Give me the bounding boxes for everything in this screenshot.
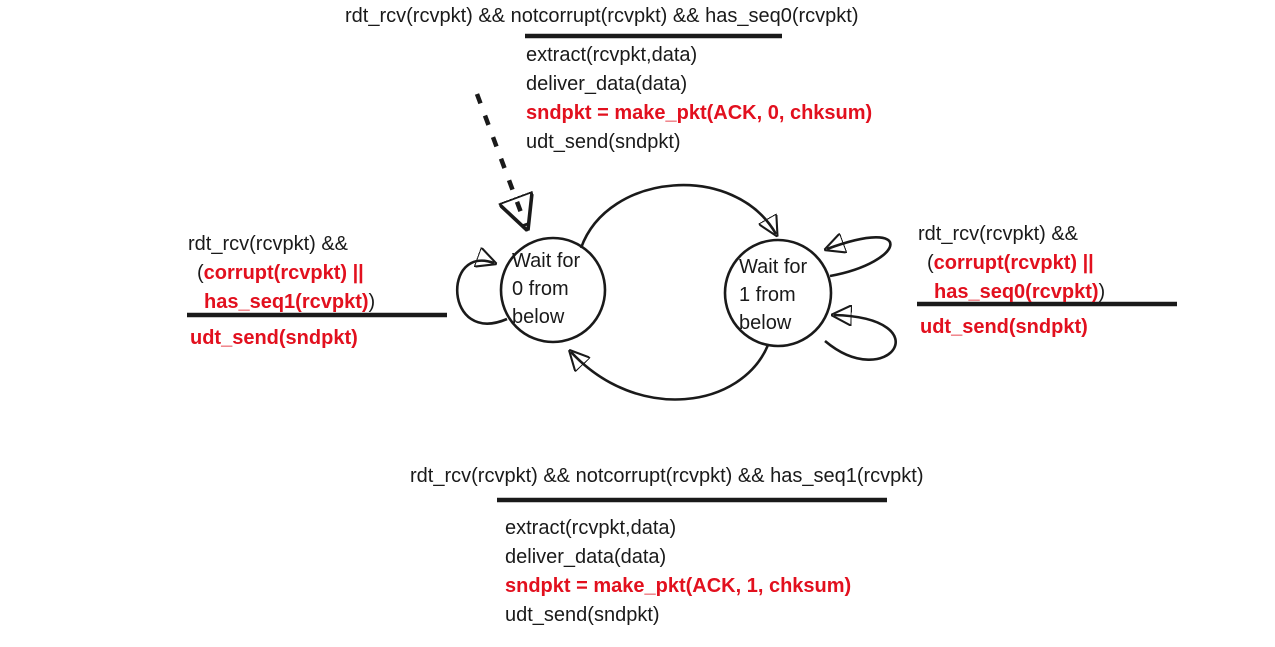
action-udt-send: udt_send(sndpkt) xyxy=(526,131,681,153)
left-loop-action: udt_send(sndpkt) xyxy=(190,327,358,349)
self-loop-wait0 xyxy=(456,261,508,325)
state-wait0-label: Wait for 0 from below xyxy=(512,250,581,328)
action-make-pkt: sndpkt = make_pkt(ACK, 1, chksum) xyxy=(505,575,852,597)
state-wait1-label: Wait for 1 from below xyxy=(739,256,808,334)
action-deliver-data: deliver_data(data) xyxy=(526,73,688,95)
state-wait0-circle xyxy=(499,236,607,344)
right-loop-condition-line2: (corrupt(rcvpkt) || xyxy=(927,252,1094,274)
action-extract: extract(rcvpkt,data) xyxy=(526,44,698,66)
action-extract: extract(rcvpkt,data) xyxy=(505,517,677,539)
right-loop-condition: rdt_rcv(rcvpkt) && (corrupt(rcvpkt) || h… xyxy=(918,220,1105,307)
top-transition-actions: extract(rcvpkt,data) deliver_data(data) … xyxy=(526,41,872,157)
left-loop-condition-line2: (corrupt(rcvpkt) || xyxy=(197,262,364,284)
arc-wait1-to-wait0 xyxy=(571,344,770,401)
self-loop-wait1-upper xyxy=(827,237,892,278)
right-loop-condition-line1: rdt_rcv(rcvpkt) && xyxy=(918,223,1079,245)
bottom-transition-actions: extract(rcvpkt,data) deliver_data(data) … xyxy=(505,514,851,630)
arc-wait0-to-wait1 xyxy=(579,183,776,249)
bottom-transition-condition: rdt_rcv(rcvpkt) && notcorrupt(rcvpkt) &&… xyxy=(410,465,924,487)
action-udt-send: udt_send(sndpkt) xyxy=(505,604,660,626)
self-loop-wait1-lower xyxy=(824,315,897,361)
action-make-pkt: sndpkt = make_pkt(ACK, 0, chksum) xyxy=(526,102,873,124)
right-loop-condition-line3: has_seq0(rcvpkt)) xyxy=(934,281,1106,303)
left-loop-condition-line1: rdt_rcv(rcvpkt) && xyxy=(188,233,349,255)
state-wait1-circle xyxy=(723,238,833,348)
right-loop-action: udt_send(sndpkt) xyxy=(920,316,1088,338)
left-loop-condition: rdt_rcv(rcvpkt) && (corrupt(rcvpkt) || h… xyxy=(188,230,375,317)
left-loop-condition-line3: has_seq1(rcvpkt)) xyxy=(204,291,376,313)
action-deliver-data: deliver_data(data) xyxy=(505,546,667,568)
initial-state-arrow xyxy=(474,93,526,226)
top-transition-condition: rdt_rcv(rcvpkt) && notcorrupt(rcvpkt) &&… xyxy=(345,5,859,27)
